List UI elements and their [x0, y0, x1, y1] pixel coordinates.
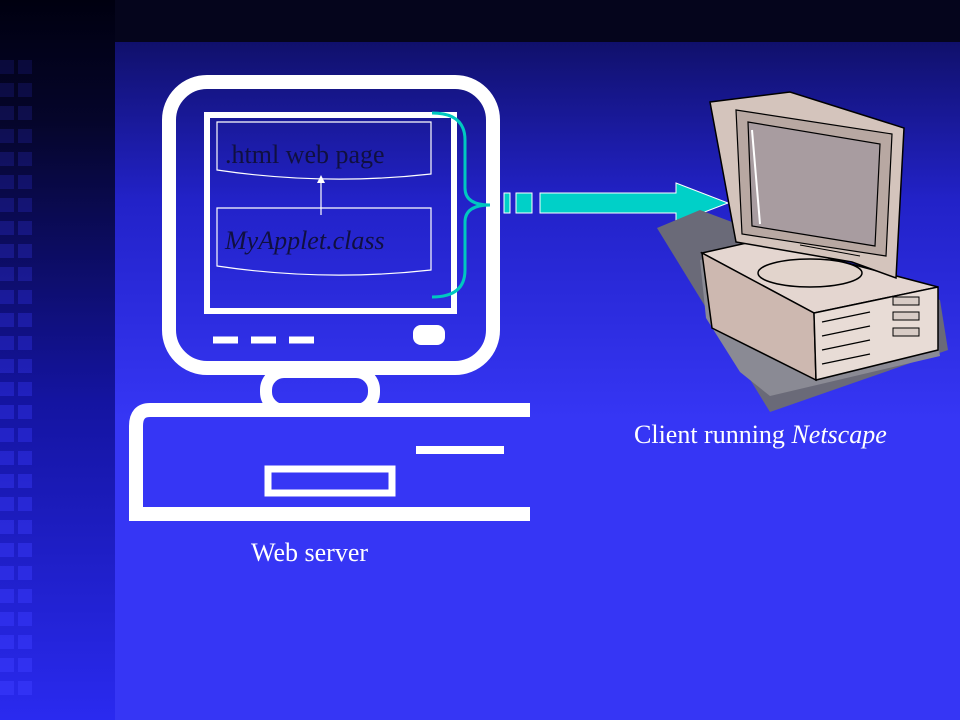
decorative-square — [18, 681, 32, 695]
decorative-square — [0, 520, 14, 534]
client-caption-prefix: Client running — [634, 420, 792, 449]
decorative-square — [0, 382, 14, 396]
decorative-square — [18, 244, 32, 258]
decorative-square — [0, 658, 14, 672]
decorative-square — [0, 589, 14, 603]
decorative-square — [0, 290, 14, 304]
decorative-square — [0, 244, 14, 258]
decorative-square — [18, 566, 32, 580]
decorative-square — [18, 658, 32, 672]
decorative-square — [0, 336, 14, 350]
decorative-square — [18, 451, 32, 465]
decorative-square — [18, 428, 32, 442]
applet-to-page-arrow — [317, 175, 325, 215]
decorative-square — [18, 221, 32, 235]
decorative-square — [0, 681, 14, 695]
decorative-square — [0, 198, 14, 212]
decorative-square — [0, 474, 14, 488]
decorative-square — [18, 359, 32, 373]
client-caption-browser: Netscape — [791, 420, 887, 449]
decorative-square — [18, 175, 32, 189]
transfer-arrow-icon — [503, 182, 730, 224]
decorative-square — [0, 543, 14, 557]
decorative-square — [18, 106, 32, 120]
decorative-square — [0, 428, 14, 442]
decorative-square — [18, 520, 32, 534]
applet-class-document — [216, 207, 432, 276]
decorative-square — [18, 83, 32, 97]
decorative-square — [18, 589, 32, 603]
decorative-square — [0, 60, 14, 74]
decorative-square — [0, 497, 14, 511]
decorative-squares — [0, 60, 34, 720]
client-caption: Client running Netscape — [634, 420, 887, 450]
decorative-square — [18, 198, 32, 212]
server-monitor-icon — [129, 75, 530, 521]
web-server-caption: Web server — [251, 538, 369, 567]
decorative-square — [18, 60, 32, 74]
decorative-square — [18, 129, 32, 143]
decorative-square — [0, 267, 14, 281]
decorative-square — [0, 451, 14, 465]
decorative-square — [0, 221, 14, 235]
top-band — [115, 0, 960, 42]
decorative-square — [0, 566, 14, 580]
decorative-square — [0, 313, 14, 327]
applet-class-label: MyApplet.class — [225, 226, 385, 255]
decorative-square — [18, 635, 32, 649]
decorative-square — [18, 382, 32, 396]
decorative-square — [0, 175, 14, 189]
decorative-square — [0, 405, 14, 419]
html-page-document — [216, 121, 432, 180]
decorative-square — [18, 267, 32, 281]
decorative-square — [0, 635, 14, 649]
decorative-square — [18, 497, 32, 511]
decorative-square — [18, 474, 32, 488]
decorative-square — [18, 313, 32, 327]
decorative-square — [0, 129, 14, 143]
decorative-square — [18, 336, 32, 350]
decorative-square — [0, 612, 14, 626]
decorative-square — [18, 152, 32, 166]
decorative-square — [18, 405, 32, 419]
client-computer-icon — [657, 91, 948, 412]
decorative-square — [18, 612, 32, 626]
decorative-square — [0, 359, 14, 373]
download-brace — [431, 111, 491, 299]
html-page-label: .html web page — [225, 140, 385, 169]
decorative-square — [18, 290, 32, 304]
decorative-square — [0, 106, 14, 120]
left-decoration-bar — [0, 0, 115, 720]
decorative-square — [18, 543, 32, 557]
decorative-square — [0, 83, 14, 97]
decorative-square — [0, 152, 14, 166]
